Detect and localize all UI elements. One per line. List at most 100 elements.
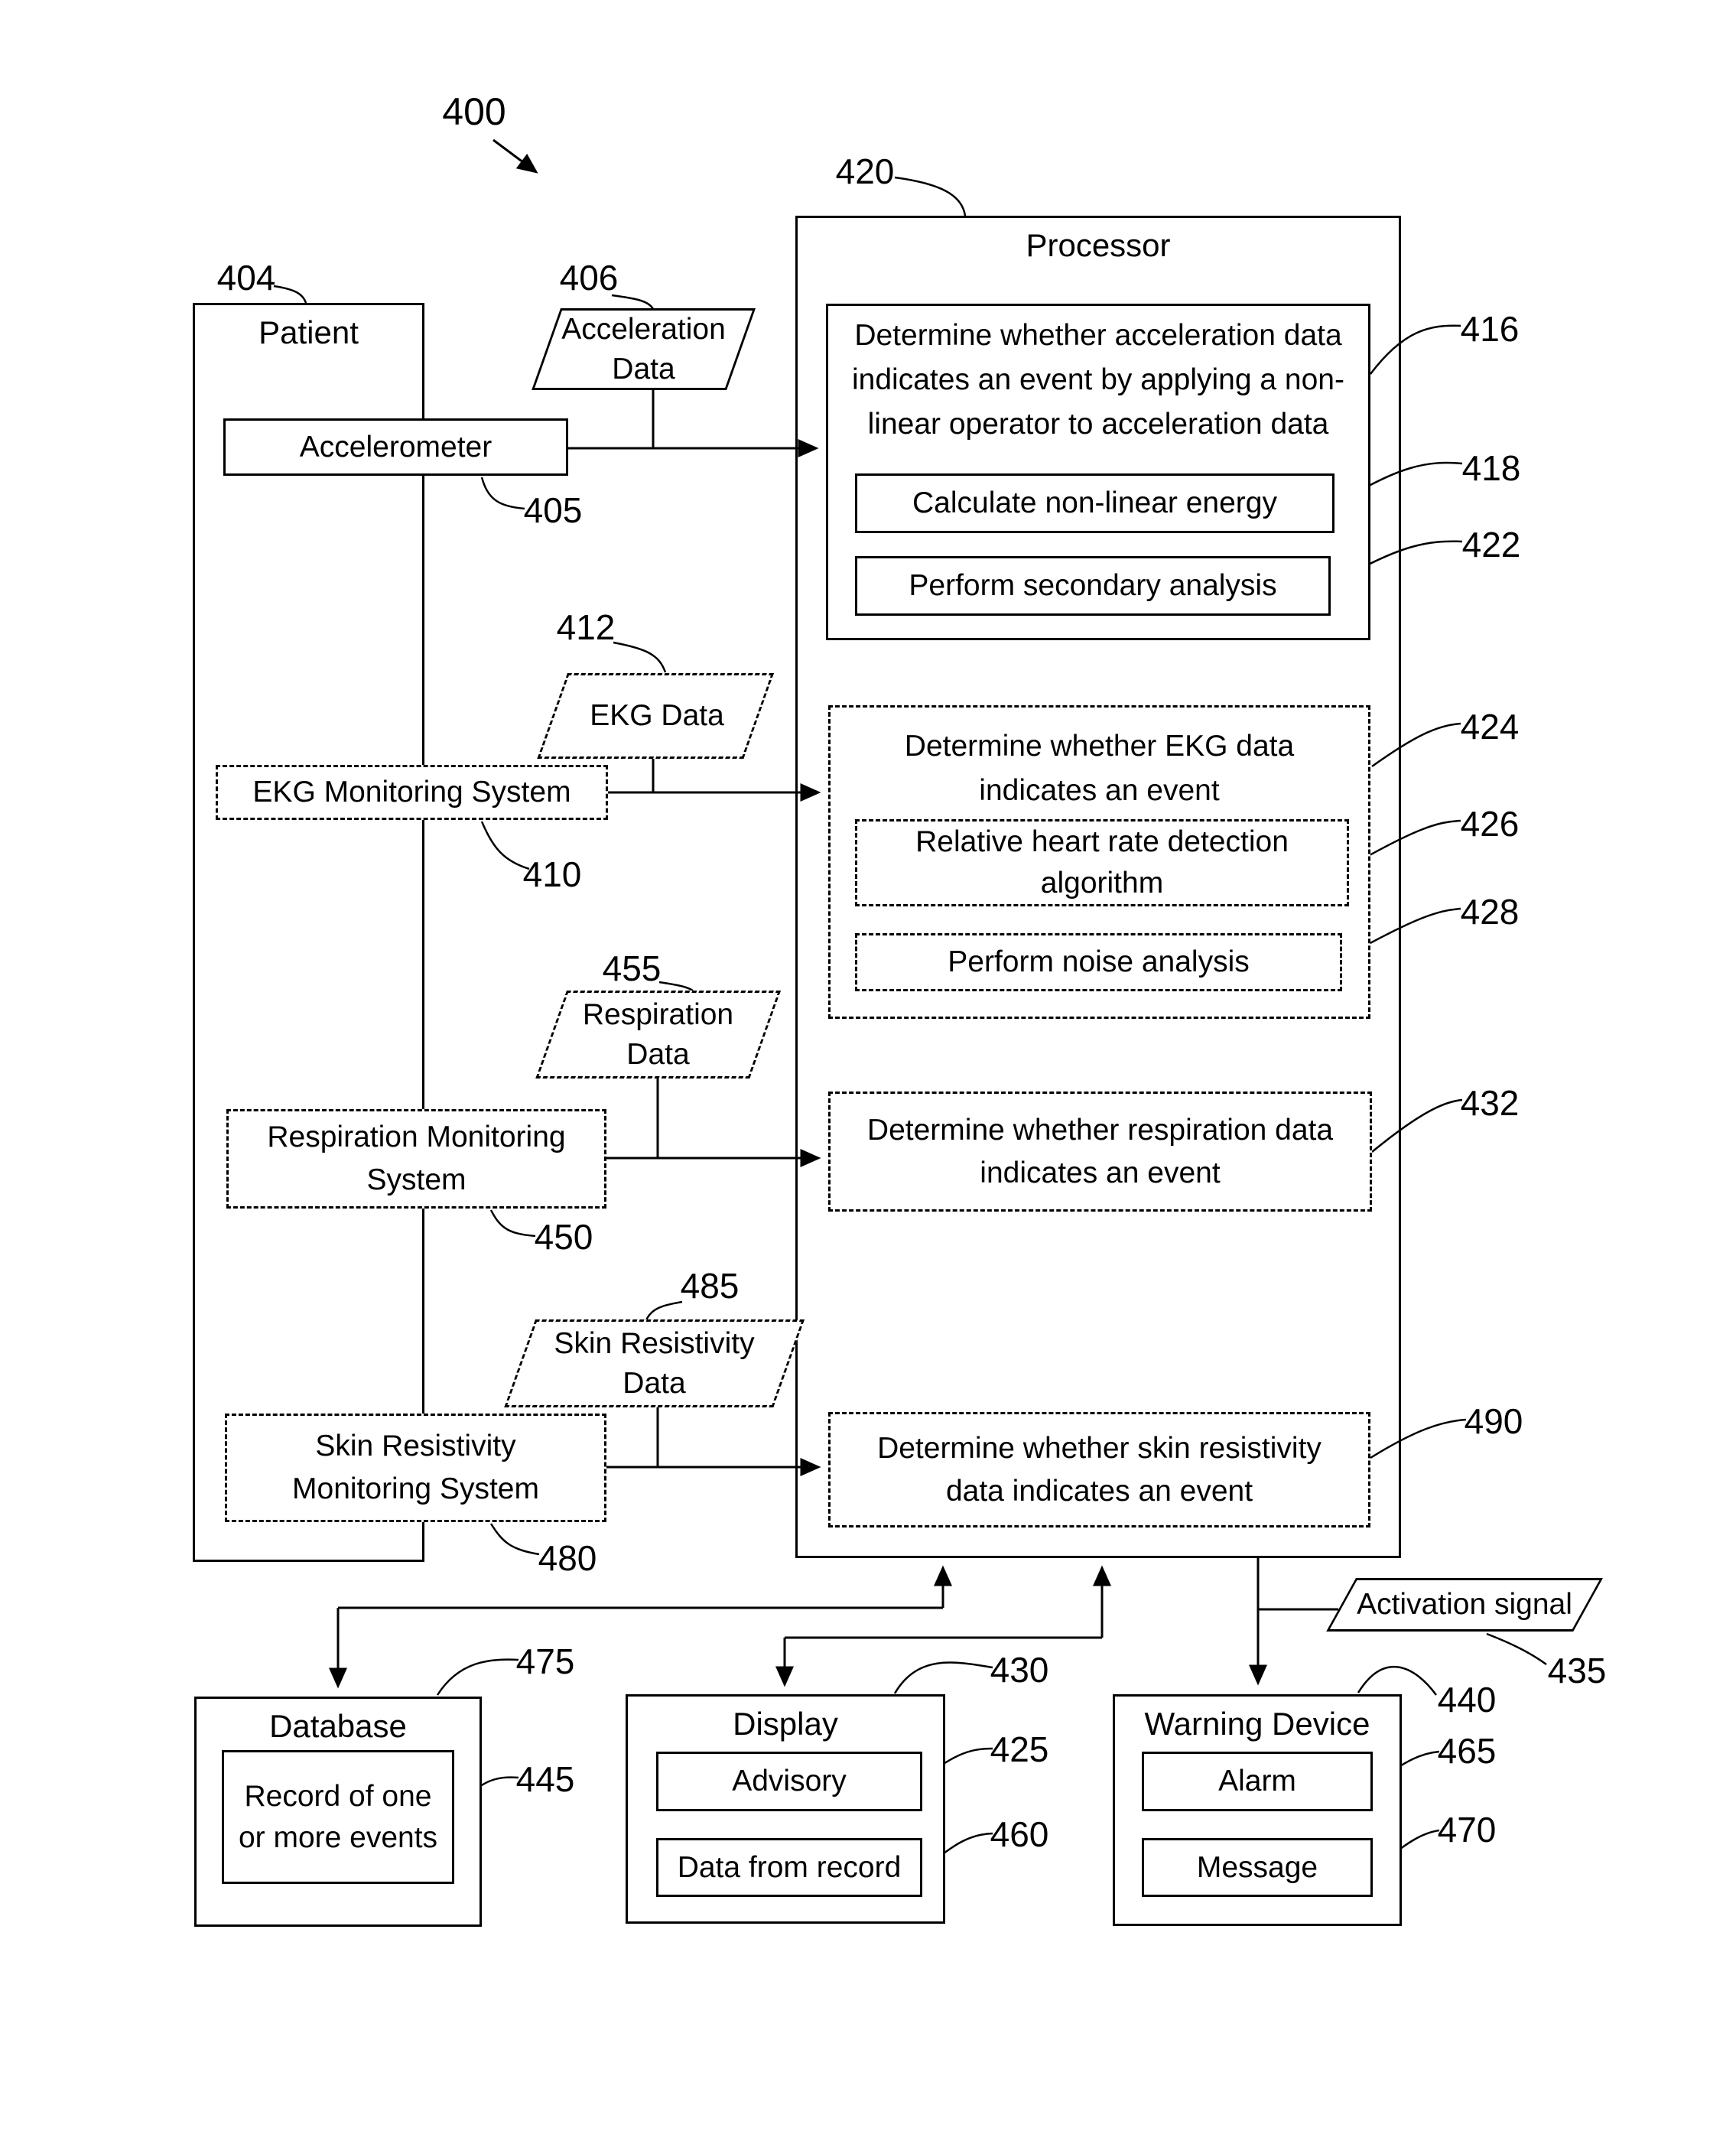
ref-405: 405 — [523, 490, 583, 530]
leader-430 — [893, 1661, 993, 1694]
skin-monitoring-label-line2: Monitoring System — [292, 1472, 539, 1505]
secondary-analysis-box: Perform secondary analysis — [855, 556, 1331, 616]
ref-475: 475 — [515, 1641, 575, 1681]
calculate-energy-box: Calculate non-linear energy — [855, 473, 1335, 533]
advisory-label: Advisory — [732, 1765, 847, 1798]
ref-470: 470 — [1437, 1810, 1497, 1850]
respiration-data-line1: Respiration — [582, 997, 734, 1031]
secondary-analysis-label: Perform secondary analysis — [909, 569, 1277, 602]
display-title: Display — [733, 1706, 838, 1742]
figure-pointer-arrow — [493, 138, 538, 174]
ref-465: 465 — [1437, 1731, 1497, 1771]
leader-475 — [436, 1658, 519, 1696]
ref-485: 485 — [680, 1266, 740, 1306]
acceleration-block-line1: Determine whether acceleration data — [854, 319, 1342, 352]
leader-410 — [480, 821, 530, 870]
respiration-block-line1: Determine whether respiration data — [866, 1113, 1334, 1147]
ref-490: 490 — [1464, 1401, 1523, 1441]
acceleration-data-text: Acceleration Data — [532, 308, 756, 390]
ref-480: 480 — [538, 1538, 597, 1578]
ref-410: 410 — [522, 854, 582, 894]
message-box: Message — [1142, 1838, 1373, 1897]
ref-422: 422 — [1461, 525, 1521, 564]
respiration-monitoring-label-line2: System — [366, 1163, 467, 1196]
ref-426: 426 — [1460, 804, 1520, 844]
alarm-label: Alarm — [1218, 1765, 1296, 1798]
ref-430: 430 — [990, 1650, 1049, 1690]
noise-analysis-label: Perform noise analysis — [948, 945, 1250, 978]
respiration-data-line2: Data — [626, 1037, 690, 1071]
noise-analysis-box: Perform noise analysis — [855, 933, 1342, 991]
record-line1: Record of one — [244, 1779, 432, 1813]
ekg-data-text: EKG Data — [540, 673, 774, 759]
leader-435 — [1486, 1632, 1547, 1666]
ekg-block-line1: Determine whether EKG data — [904, 730, 1295, 763]
alarm-box: Alarm — [1142, 1752, 1373, 1811]
heart-rate-algorithm-box: Relative heart rate detection algorithm — [855, 819, 1349, 906]
leader-490 — [1370, 1418, 1467, 1459]
processor-title: Processor — [1026, 227, 1171, 263]
respiration-determine-block: Determine whether respiration data indic… — [828, 1092, 1372, 1212]
skin-monitoring-label-line1: Skin Resistivity — [315, 1430, 516, 1462]
leader-450 — [489, 1209, 536, 1238]
advisory-box: Advisory — [656, 1752, 922, 1811]
ref-425: 425 — [990, 1729, 1049, 1769]
ref-404: 404 — [216, 258, 276, 298]
ekg-data-line1: EKG Data — [590, 699, 724, 732]
leader-424 — [1371, 722, 1461, 768]
ref-432: 432 — [1460, 1083, 1520, 1123]
ekg-monitoring-box: EKG Monitoring System — [216, 765, 608, 820]
data-from-record-label: Data from record — [677, 1850, 902, 1884]
skin-data-line2: Data — [623, 1366, 686, 1400]
skin-data-line1: Skin Resistivity — [554, 1326, 755, 1360]
leader-440 — [1357, 1665, 1438, 1696]
leader-480 — [489, 1523, 540, 1556]
respiration-monitoring-box: Respiration Monitoring System — [226, 1109, 606, 1209]
skin-block-line1: Determine whether skin resistivity — [877, 1431, 1322, 1465]
acceleration-block-line3: linear operator to acceleration data — [867, 408, 1329, 441]
acceleration-block-line2: indicates an event by applying a non- — [852, 363, 1344, 396]
warning-device-title: Warning Device — [1144, 1706, 1370, 1742]
ref-416: 416 — [1460, 309, 1520, 349]
message-label: Message — [1196, 1850, 1318, 1884]
leader-432 — [1371, 1098, 1463, 1153]
skin-data-text: Skin Resistivity Data — [504, 1319, 805, 1407]
acceleration-data-line2: Data — [612, 352, 675, 386]
leader-420 — [894, 176, 967, 216]
acceleration-data-line1: Acceleration — [561, 312, 726, 346]
skin-block-line2: data indicates an event — [945, 1474, 1253, 1508]
respiration-monitoring-label-line1: Respiration Monitoring — [267, 1121, 566, 1153]
ref-428: 428 — [1460, 892, 1520, 932]
heart-rate-line1: Relative heart rate detection — [915, 825, 1289, 858]
calculate-energy-label: Calculate non-linear energy — [912, 486, 1277, 519]
ref-418: 418 — [1461, 448, 1521, 488]
activation-signal-line1: Activation signal — [1357, 1588, 1572, 1621]
leader-416 — [1370, 324, 1461, 375]
database-title: Database — [269, 1708, 407, 1744]
leader-455 — [658, 981, 694, 992]
patient-title: Patient — [258, 314, 359, 350]
ref-445: 445 — [515, 1759, 575, 1799]
activation-signal-text: Activation signal — [1326, 1578, 1603, 1632]
skin-monitoring-box: Skin Resistivity Monitoring System — [225, 1414, 606, 1522]
skin-determine-block: Determine whether skin resistivity data … — [828, 1412, 1370, 1527]
leader-426 — [1350, 819, 1461, 867]
leader-406 — [611, 294, 655, 310]
ref-455: 455 — [602, 948, 662, 988]
ref-440: 440 — [1437, 1680, 1497, 1719]
heart-rate-line2: algorithm — [1040, 867, 1164, 900]
ref-424: 424 — [1460, 707, 1520, 747]
leader-405 — [480, 477, 525, 510]
data-from-record-box: Data from record — [656, 1838, 922, 1897]
respiration-data-text: Respiration Data — [535, 991, 781, 1079]
record-line2: or more events — [238, 1820, 438, 1854]
accelerometer-label: Accelerometer — [299, 430, 493, 464]
ref-450: 450 — [534, 1217, 593, 1257]
patient-box: Patient — [193, 303, 424, 1562]
ref-406: 406 — [559, 258, 619, 298]
respiration-block-line2: indicates an event — [980, 1156, 1221, 1189]
leader-485 — [645, 1300, 683, 1321]
leader-404 — [273, 285, 307, 304]
accelerometer-box: Accelerometer — [223, 418, 568, 476]
